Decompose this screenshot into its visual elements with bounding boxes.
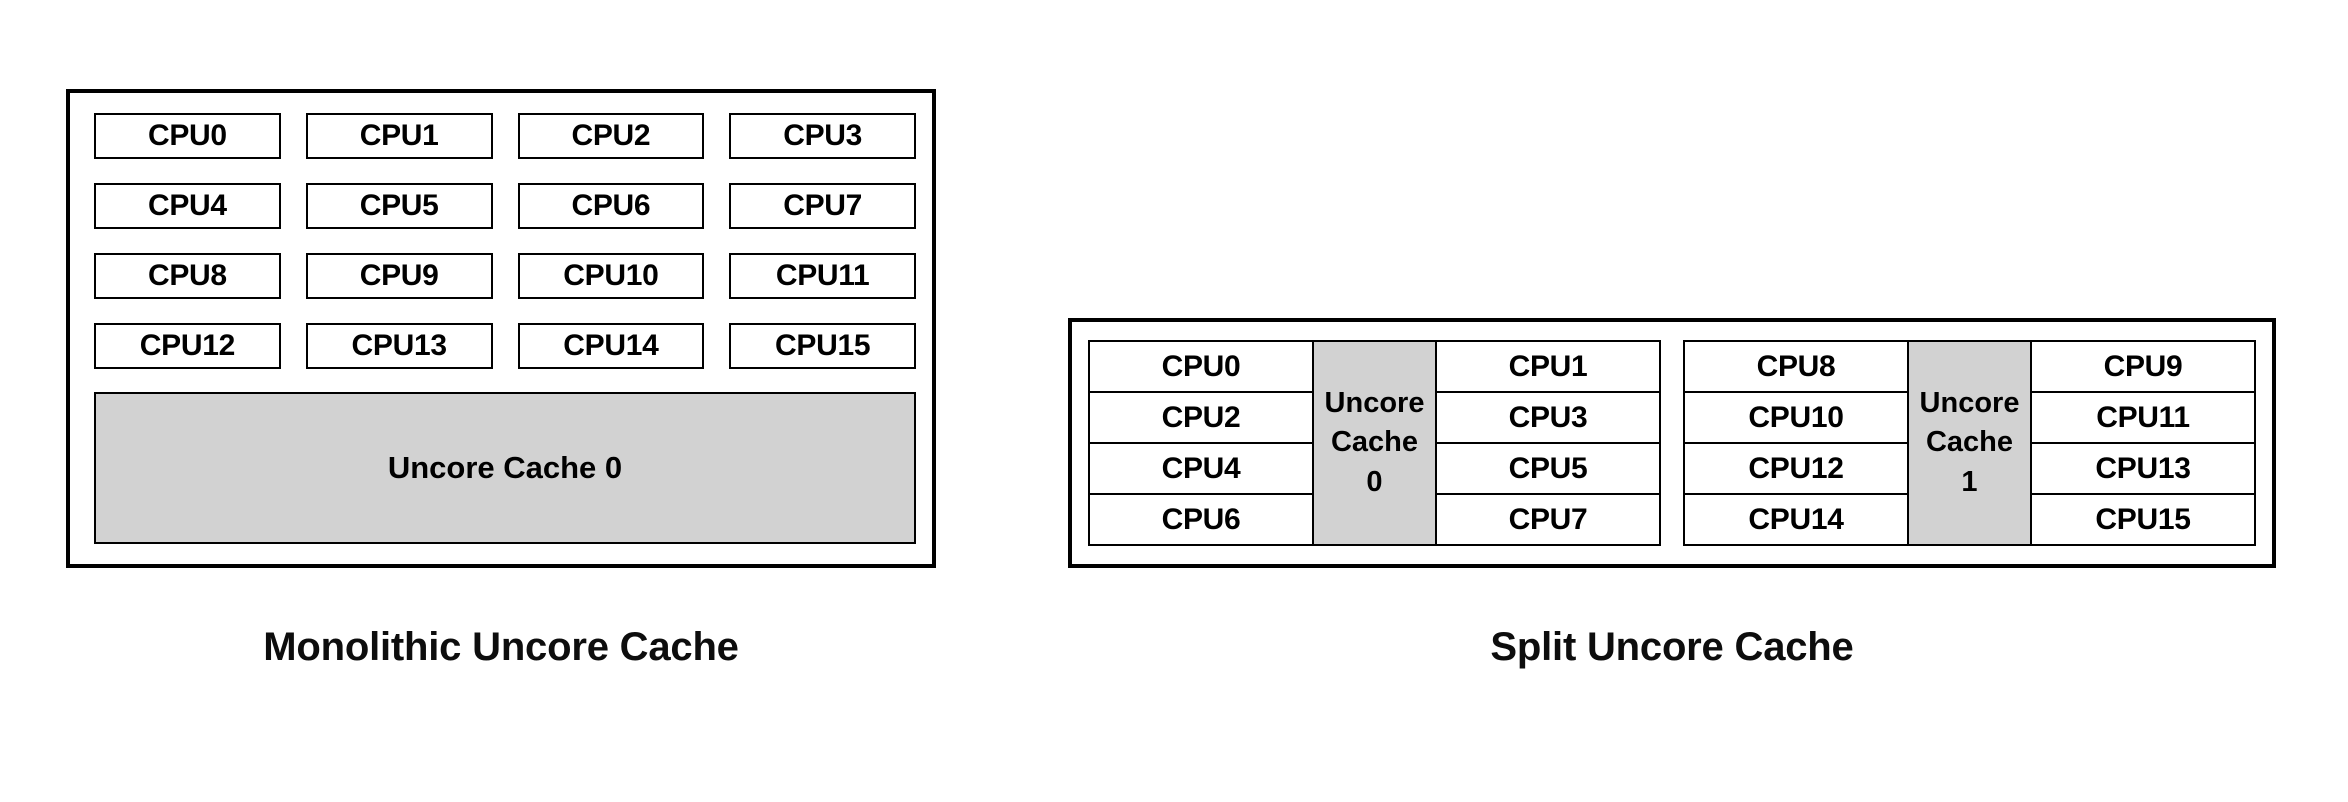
uncore-cache-0-line-1: Uncore [1324, 387, 1425, 420]
split-cluster-1-left-cpu-column: CPU8 CPU10 CPU12 CPU14 [1685, 342, 1907, 544]
cpu-cell-12: CPU12 [1685, 444, 1907, 495]
cpu-cell-15: CPU15 [2032, 495, 2254, 544]
cpu-cell-7: CPU7 [1437, 495, 1659, 544]
split-cluster-1: CPU8 CPU10 CPU12 CPU14 Uncore Cache 1 CP… [1683, 340, 2256, 546]
cpu-box-2: CPU2 [517, 113, 705, 159]
uncore-cache-0-column: Uncore Cache 0 [1312, 342, 1437, 544]
uncore-cache-0-block: Uncore Cache 0 [94, 392, 916, 544]
uncore-cache-0-line-2: Cache [1330, 426, 1419, 459]
cpu-box-8: CPU8 [94, 253, 281, 299]
split-cluster-1-right-cpu-column: CPU9 CPU11 CPU13 CPU15 [2032, 342, 2254, 544]
cpu-box-5: CPU5 [305, 183, 493, 229]
split-cluster-0: CPU0 CPU2 CPU4 CPU6 Uncore Cache 0 CPU1 … [1088, 340, 1661, 546]
monolithic-cpu-grid: CPU0 CPU1 CPU2 CPU3 CPU4 CPU5 CPU6 CPU7 … [94, 113, 916, 369]
cpu-cell-14: CPU14 [1685, 495, 1907, 544]
split-panel-caption: Split Uncore Cache [1490, 625, 1854, 669]
cpu-box-9: CPU9 [305, 253, 493, 299]
monolithic-uncore-cache-panel: CPU0 CPU1 CPU2 CPU3 CPU4 CPU5 CPU6 CPU7 … [66, 89, 936, 568]
cpu-box-0: CPU0 [94, 113, 281, 159]
cpu-box-4: CPU4 [94, 183, 281, 229]
cpu-box-7: CPU7 [729, 183, 916, 229]
split-cluster-0-left-cpu-column: CPU0 CPU2 CPU4 CPU6 [1090, 342, 1312, 544]
split-uncore-cache-panel: CPU0 CPU2 CPU4 CPU6 Uncore Cache 0 CPU1 … [1068, 318, 2276, 568]
cpu-cell-4: CPU4 [1090, 444, 1312, 495]
cpu-cell-6: CPU6 [1090, 495, 1312, 544]
cpu-box-11: CPU11 [729, 253, 916, 299]
uncore-cache-1-line-2: Cache [1925, 426, 2014, 459]
cpu-cell-5: CPU5 [1437, 444, 1659, 495]
cpu-cell-1: CPU1 [1437, 342, 1659, 393]
cpu-cell-8: CPU8 [1685, 342, 1907, 393]
cpu-box-1: CPU1 [305, 113, 493, 159]
monolithic-panel-caption: Monolithic Uncore Cache [263, 625, 739, 669]
cpu-cell-13: CPU13 [2032, 444, 2254, 495]
split-clusters-container: CPU0 CPU2 CPU4 CPU6 Uncore Cache 0 CPU1 … [1088, 340, 2256, 546]
cpu-box-13: CPU13 [305, 323, 493, 369]
cpu-cell-3: CPU3 [1437, 393, 1659, 444]
cpu-box-12: CPU12 [94, 323, 281, 369]
cpu-cell-11: CPU11 [2032, 393, 2254, 444]
cpu-cell-9: CPU9 [2032, 342, 2254, 393]
uncore-cache-1-line-3: 1 [1961, 465, 1978, 498]
uncore-cache-1-line-1: Uncore [1919, 387, 2020, 420]
cpu-box-3: CPU3 [729, 113, 916, 159]
cpu-cell-10: CPU10 [1685, 393, 1907, 444]
cpu-box-14: CPU14 [517, 323, 705, 369]
cpu-box-6: CPU6 [517, 183, 705, 229]
cpu-box-15: CPU15 [729, 323, 916, 369]
split-cluster-0-right-cpu-column: CPU1 CPU3 CPU5 CPU7 [1437, 342, 1659, 544]
cpu-box-10: CPU10 [517, 253, 705, 299]
uncore-cache-1-column: Uncore Cache 1 [1907, 342, 2032, 544]
cpu-cell-2: CPU2 [1090, 393, 1312, 444]
cpu-cell-0: CPU0 [1090, 342, 1312, 393]
uncore-cache-0-line-3: 0 [1366, 465, 1383, 498]
